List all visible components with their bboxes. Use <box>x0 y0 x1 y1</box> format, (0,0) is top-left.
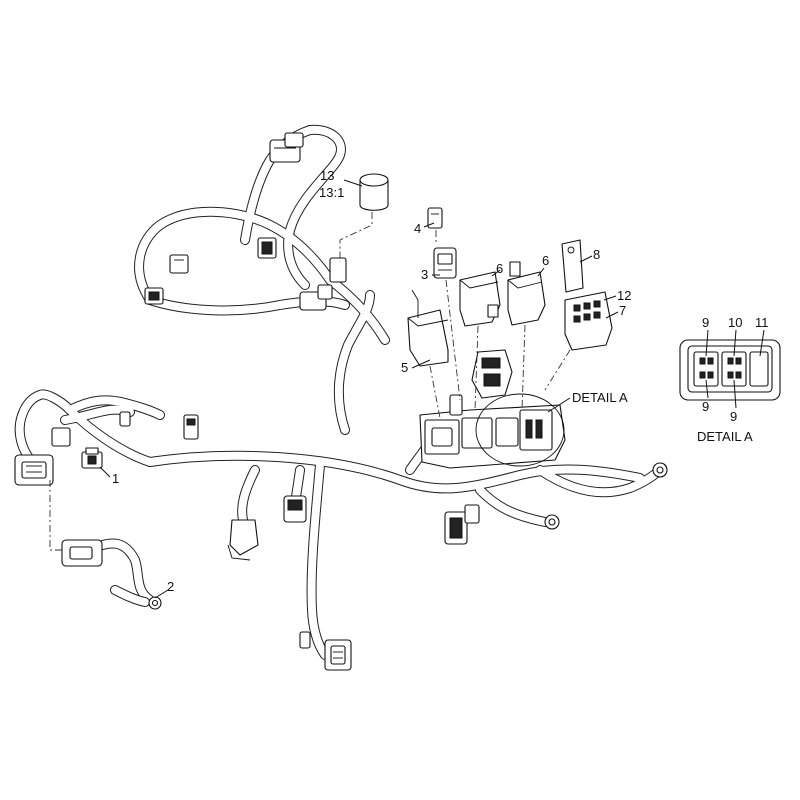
callout-4: 4 <box>414 221 421 236</box>
callout-3: 3 <box>421 267 428 282</box>
part-8-bracket <box>561 239 584 293</box>
harness-cable <box>238 466 259 524</box>
harness-connector-upper-left <box>257 237 277 259</box>
part-6-relay-a <box>459 271 501 327</box>
part-5-relay <box>407 289 449 367</box>
left-small-connector <box>51 427 71 447</box>
harness-cable <box>476 486 549 526</box>
part-6-relay-b <box>507 261 546 326</box>
callout-5: 5 <box>401 360 408 375</box>
harness-cable <box>66 396 164 419</box>
part-13-cap <box>359 173 389 211</box>
callout-2: 2 <box>167 579 174 594</box>
harness-cable <box>61 405 134 424</box>
part-4-clip <box>427 207 443 229</box>
callout-6-a: 6 <box>496 261 503 276</box>
lower-left-bracket-connector <box>227 519 259 561</box>
callout-8: 8 <box>593 247 600 262</box>
harness-connector-left-a <box>169 254 189 274</box>
harness-cable <box>536 464 666 497</box>
detail-a-callout-9-top: 9 <box>702 315 709 330</box>
callout-12: 12 <box>617 288 631 303</box>
callout-6-b: 6 <box>542 253 549 268</box>
callout-7: 7 <box>619 303 626 318</box>
lower-multi-pin-connector <box>444 504 480 545</box>
harness-cable <box>146 451 644 493</box>
fuse-block-harness-connector <box>471 349 513 399</box>
ring-terminal-right <box>652 462 668 478</box>
callout-1: 1 <box>112 471 119 486</box>
left-main-connector <box>14 454 54 486</box>
part-7-fuse-box <box>564 291 613 351</box>
detail-a-callout-10: 10 <box>728 315 742 330</box>
callout-13-1: 13:1 <box>319 185 344 200</box>
harness-cable <box>326 276 389 344</box>
harness-cable <box>307 461 329 659</box>
lower-center-connector <box>283 495 307 523</box>
detail-a-callout-11: 11 <box>755 315 769 330</box>
relay-fuse-block <box>419 394 566 469</box>
top-sensor-connector <box>269 132 304 163</box>
lower-drop-clip <box>299 631 311 649</box>
harness-cable <box>146 296 349 315</box>
detail-a-inset <box>679 329 781 409</box>
ring-terminal-lower <box>544 514 560 530</box>
harness-connector-center-top <box>329 257 347 283</box>
callout-13: 13 <box>320 168 334 183</box>
harness-cable <box>135 207 334 304</box>
harness-connector-center <box>299 284 333 311</box>
harness-connector-mid-left <box>183 414 199 440</box>
harness-cable <box>284 125 345 289</box>
part-1-switch <box>81 447 103 469</box>
part-3-connector <box>433 247 457 279</box>
harness-connector-left-b <box>144 287 164 305</box>
lower-drop-connector <box>324 639 352 671</box>
detail-a-callout-9-left: 9 <box>702 399 709 414</box>
detail-a-title: DETAIL A <box>697 429 753 444</box>
main-harness <box>14 124 667 660</box>
harness-end-cap-left <box>119 411 131 427</box>
detail-a-callout-9-bottom: 9 <box>730 409 737 424</box>
part-2-cable-assembly <box>61 538 162 610</box>
detail-a-pointer-label: DETAIL A <box>572 390 628 405</box>
